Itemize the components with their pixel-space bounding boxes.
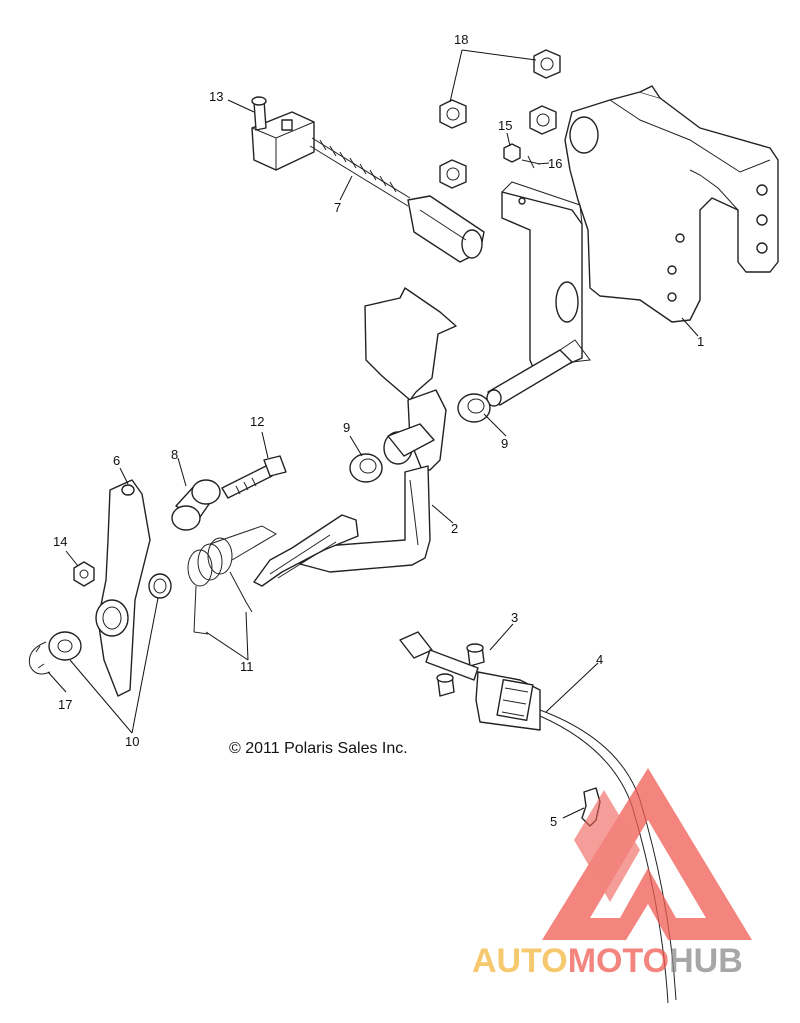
- callout-17: 17: [58, 697, 72, 712]
- callout-7: 7: [334, 200, 341, 215]
- bushing-right-part: [457, 393, 491, 423]
- bushing-left-part: [349, 453, 383, 483]
- washer-small-part: [148, 573, 172, 599]
- callout-9-left: 9: [343, 420, 350, 435]
- leader-lines: [47, 49, 699, 819]
- mounting-bracket-part: [486, 85, 779, 407]
- spacer-tube-part: [171, 479, 221, 531]
- callout-10: 10: [125, 734, 139, 749]
- callout-2: 2: [451, 521, 458, 536]
- watermark-triangle-mark: [542, 768, 752, 940]
- flange-nut-top-right-part: [533, 49, 561, 79]
- callout-1: 1: [697, 334, 704, 349]
- callout-12: 12: [250, 414, 264, 429]
- bolt-pair-part: [436, 643, 485, 697]
- screw-part: [251, 96, 267, 131]
- svg-text:AUTOMOTOHUB: AUTOMOTOHUB: [472, 942, 743, 980]
- sensor-switch-part: [251, 111, 485, 263]
- watermark-moto: MOTO: [568, 942, 669, 980]
- callout-3: 3: [511, 610, 518, 625]
- callout-14: 14: [53, 534, 67, 549]
- washer-large-part: [48, 631, 82, 661]
- callout-11: 11: [240, 659, 254, 674]
- pivot-bolt-part: [221, 455, 287, 499]
- torsion-spring-part: [187, 525, 277, 635]
- copyright-notice: © 2011 Polaris Sales Inc.: [229, 740, 408, 757]
- hex-nut-left-part: [73, 561, 95, 587]
- flange-nut-bottom-part: [439, 159, 467, 189]
- arm-plate-part: [95, 479, 151, 697]
- callout-15: 15: [498, 118, 512, 133]
- callout-5: 5: [550, 814, 557, 829]
- watermark-inner-shape: [574, 790, 640, 902]
- watermark-auto: AUTO: [472, 942, 568, 980]
- watermark-hub: HUB: [669, 942, 743, 980]
- pedal-lever-part: [253, 287, 457, 587]
- flange-nut-mid-right-part: [529, 105, 557, 135]
- callout-labels: 1 2 3 4 5 6 7 8 9 9 10 11 12 13 14 15 16…: [53, 32, 704, 829]
- retaining-clip-part: [521, 155, 541, 169]
- flange-nut-left-part: [439, 99, 467, 129]
- automotohub-watermark-logo: AUTOMOTOHUB: [472, 768, 752, 980]
- callout-6: 6: [113, 453, 120, 468]
- callout-16: 16: [548, 156, 562, 171]
- callout-9-right: 9: [501, 436, 508, 451]
- callout-4: 4: [596, 652, 603, 667]
- callout-13: 13: [209, 89, 223, 104]
- e-clip-part: [28, 641, 51, 675]
- small-nut-part: [503, 143, 521, 163]
- callout-18: 18: [454, 32, 468, 47]
- callout-8: 8: [171, 447, 178, 462]
